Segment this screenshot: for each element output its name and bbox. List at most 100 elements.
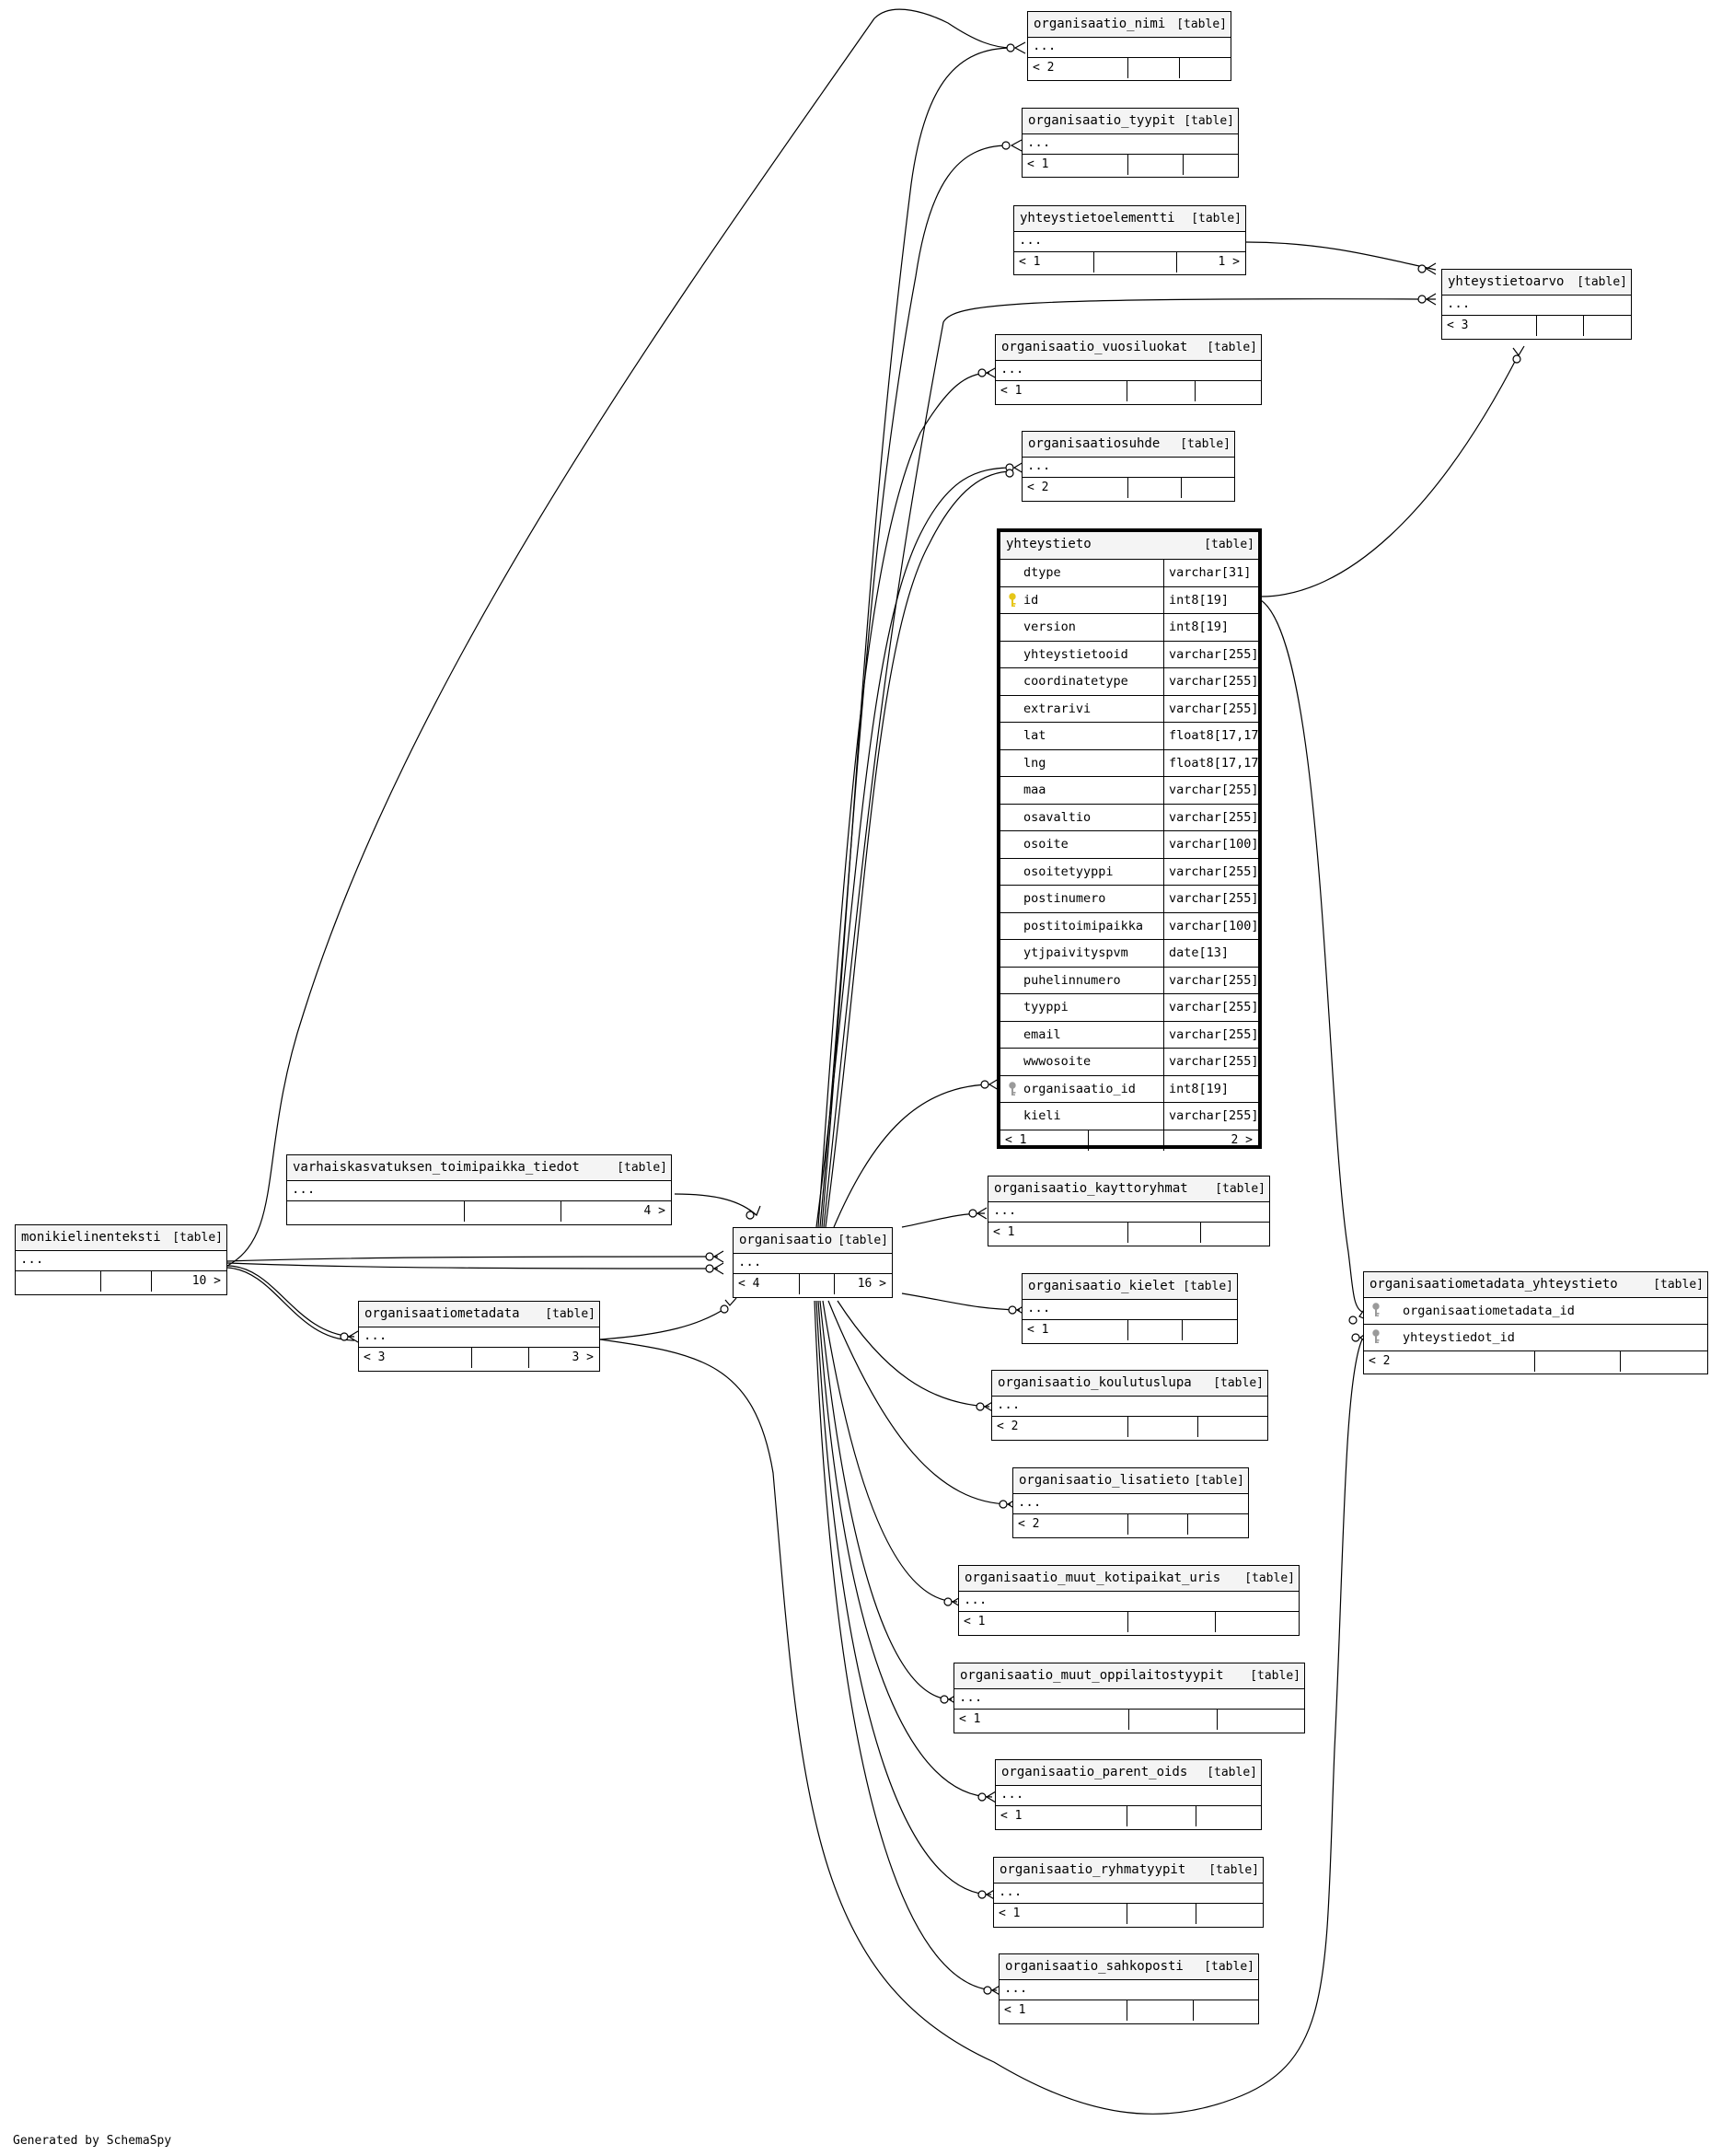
column-type: varchar[100] — [1169, 837, 1259, 852]
child-count: < 1 — [1023, 155, 1128, 175]
table-header: organisaatiosuhde[table] — [1023, 432, 1234, 458]
table-footer: < 1 — [954, 1710, 1304, 1730]
table-organisaatio_vuosiluokat[interactable]: organisaatio_vuosiluokat[table] ... < 1 — [995, 334, 1262, 405]
child-count: < 2 — [1364, 1351, 1535, 1372]
column-type: int8[19] — [1169, 592, 1230, 608]
table-header: organisaatio_tyypit[table] — [1023, 109, 1238, 134]
table-organisaatiosuhde[interactable]: organisaatiosuhde[table] ... < 2 — [1022, 431, 1235, 502]
edge-varhaiskasvatuksen-organisaatio — [674, 1193, 757, 1216]
table-name: organisaatio_koulutuslupa — [998, 1375, 1192, 1390]
table-varhaiskasvatuksen_toimipaikka_tiedot[interactable]: varhaiskasvatuksen_toimipaikka_tiedot[ta… — [286, 1154, 672, 1225]
table-organisaatio_tyypit[interactable]: organisaatio_tyypit[table] ... < 1 — [1022, 108, 1239, 178]
column-name: wwwosoite — [1023, 1054, 1092, 1069]
edge-organisaatio-yhteystieto — [833, 1084, 990, 1228]
child-count: < 1 — [1000, 2000, 1127, 2021]
child-count: < 3 — [359, 1348, 472, 1368]
edge-organisaatio-organisaatio_vuosiluokat — [817, 372, 990, 1228]
columns-collapsed: ... — [287, 1181, 671, 1201]
edge-organisaatio-organisaatio_tyypit — [819, 145, 1009, 1228]
child-count: < 2 — [1028, 58, 1128, 78]
table-footer: 4 > — [287, 1201, 671, 1222]
column-row: coordinatetype varchar[255] — [1000, 668, 1259, 696]
child-count: < 3 — [1442, 316, 1537, 336]
table-organisaatio_kayttoryhmat[interactable]: organisaatio_kayttoryhmat[table] ... < 1 — [988, 1176, 1270, 1246]
table-name: yhteystietoarvo — [1448, 274, 1565, 289]
table-header: organisaatiometadata_yhteystieto[table] — [1364, 1272, 1707, 1298]
edge-organisaatio-organisaatiosuhde-b — [825, 470, 1013, 1228]
edge-yhteystieto-yhteystietoarvo — [1260, 354, 1520, 597]
table-footer: < 1 — [996, 1806, 1261, 1826]
column-type: varchar[100] — [1169, 918, 1259, 933]
parent-count — [1200, 1223, 1269, 1243]
table-organisaatio_lisatieto[interactable]: organisaatio_lisatieto[table] ... < 2 — [1012, 1467, 1249, 1538]
table-kind: [table] — [545, 1307, 595, 1321]
table-organisaatiometadata[interactable]: organisaatiometadata[table] ... < 3 3 > — [358, 1301, 600, 1372]
table-kind: [table] — [1215, 1182, 1265, 1196]
parent-count: 16 > — [857, 1277, 886, 1291]
primary-key-icon — [1008, 592, 1017, 608]
column-row: osoite varchar[100] — [1000, 831, 1259, 859]
parent-count — [1585, 316, 1631, 336]
columns-collapsed: ... — [1028, 38, 1231, 58]
table-monikielinenteksti[interactable]: monikielinenteksti[table] ... 10 > — [15, 1224, 227, 1295]
table-header: yhteystieto[table] — [1000, 532, 1258, 560]
table-organisaatio_muut_oppilaitostyypit[interactable]: organisaatio_muut_oppilaitostyypit[table… — [953, 1663, 1305, 1733]
table-footer: < 1 — [996, 381, 1261, 401]
column-name: coordinatetype — [1023, 674, 1128, 689]
columns-collapsed: ... — [954, 1689, 1304, 1710]
edge-monikielinenteksti-organisaatiometadata-b — [226, 1267, 355, 1341]
table-organisaatio_koulutuslupa[interactable]: organisaatio_koulutuslupa[table] ... < 2 — [991, 1370, 1268, 1441]
table-name: organisaatio_ryhmatyypit — [1000, 1862, 1186, 1877]
table-header: organisaatiometadata[table] — [359, 1302, 599, 1327]
edge-organisaatio-koulutuslupa — [837, 1300, 990, 1408]
edge-monikielinenteksti-organisaatio_nimi — [226, 8, 1013, 1267]
table-organisaatio_kielet[interactable]: organisaatio_kielet[table] ... < 1 — [1022, 1273, 1238, 1344]
parent-count: 1 > — [1218, 255, 1240, 269]
edge-organisaatio-parent_oids — [817, 1300, 993, 1798]
table-header: organisaatio_nimi[table] — [1028, 12, 1231, 38]
parent-count — [1196, 381, 1261, 401]
column-type: varchar[255] — [1169, 1026, 1259, 1042]
table-name: varhaiskasvatuksen_toimipaikka_tiedot — [293, 1160, 580, 1175]
table-name: organisaatio_vuosiluokat — [1001, 340, 1188, 354]
table-organisaatio_ryhmatyypit[interactable]: organisaatio_ryhmatyypit[table] ... < 1 — [993, 1857, 1264, 1928]
table-name: organisaatio_nimi — [1034, 17, 1166, 31]
parent-count — [1216, 1612, 1299, 1632]
table-kind: [table] — [1244, 1571, 1295, 1585]
table-kind: [table] — [1204, 1960, 1254, 1974]
table-organisaatio_sahkoposti[interactable]: organisaatio_sahkoposti[table] ... < 1 — [999, 1953, 1259, 2024]
table-organisaatiometadata_yhteystieto[interactable]: organisaatiometadata_yhteystieto[table] … — [1363, 1271, 1708, 1374]
table-name: organisaatio_muut_kotipaikat_uris — [965, 1571, 1221, 1585]
parent-count: 3 > — [572, 1350, 594, 1364]
parent-count — [1182, 1320, 1237, 1340]
column-type: varchar[255] — [1169, 674, 1259, 689]
column-name: osoite — [1023, 837, 1069, 852]
columns-collapsed: ... — [359, 1327, 599, 1348]
table-organisaatio_nimi[interactable]: organisaatio_nimi[table] ... < 2 — [1027, 11, 1231, 81]
table-kind: [table] — [1207, 341, 1257, 354]
table-organisaatio_parent_oids[interactable]: organisaatio_parent_oids[table] ... < 1 — [995, 1759, 1262, 1830]
child-count: < 1 — [988, 1223, 1128, 1243]
table-footer: < 2 — [1364, 1351, 1707, 1372]
column-name: lat — [1023, 728, 1046, 743]
child-count: < 1 — [959, 1612, 1128, 1632]
table-yhteystietoarvo[interactable]: yhteystietoarvo[table] ... < 3 — [1441, 269, 1632, 340]
table-organisaatio_muut_kotipaikat_uris[interactable]: organisaatio_muut_kotipaikat_uris [table]… — [958, 1565, 1300, 1636]
table-name: organisaatiometadata_yhteystieto — [1370, 1277, 1618, 1292]
table-name: organisaatio_tyypit — [1028, 113, 1176, 128]
table-header: organisaatio_lisatieto[table] — [1013, 1468, 1248, 1494]
table-name: monikielinenteksti — [21, 1230, 161, 1245]
